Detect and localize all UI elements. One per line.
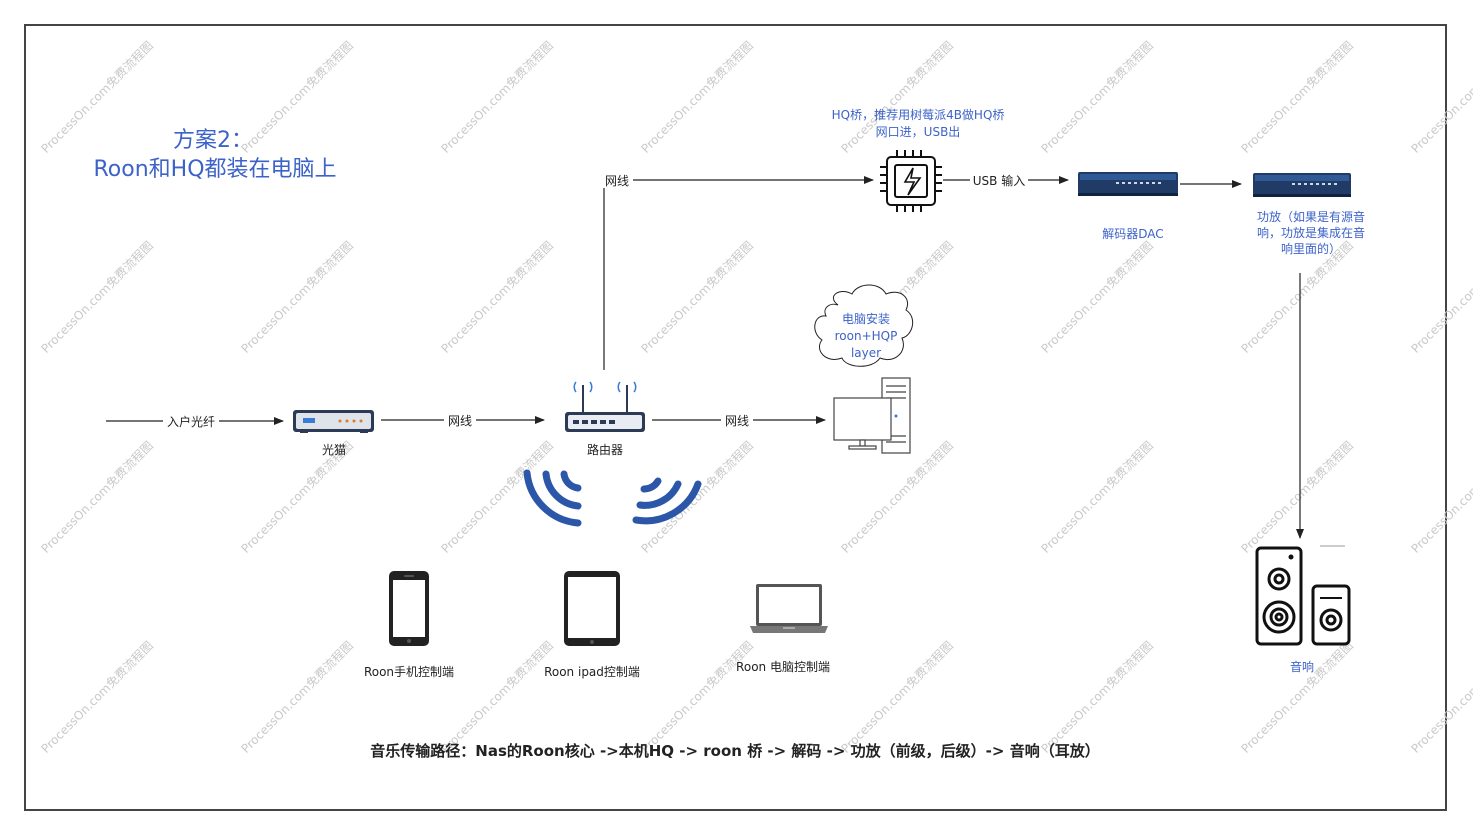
hq-bridge-label-line2: 网口进，USB出 — [876, 125, 961, 139]
music-path-text: 音乐传输路径：Nas的Roon核心 ->本机HQ -> roon 桥 -> 解码… — [370, 742, 1099, 760]
pc-note-line2: roon+HQP — [835, 329, 898, 343]
amplifier-label-line2: 响，功放是集成在音 — [1257, 225, 1365, 240]
title-line1: 方案2： — [173, 128, 253, 153]
tablet-icon — [564, 571, 620, 646]
pc-note-line3: layer — [851, 346, 881, 360]
amplifier-label-line1: 功放（如果是有源音 — [1257, 209, 1365, 224]
wifi-waves-icon — [523, 469, 702, 527]
pc-note-line1: 电脑安装 — [842, 311, 890, 326]
dac-device-icon — [1078, 172, 1178, 196]
dac-label: 解码器DAC — [1102, 227, 1163, 241]
label-edge-modem-router: 网线 — [448, 414, 472, 428]
amplifier-device-icon — [1253, 173, 1351, 197]
laptop-label: Roon 电脑控制端 — [736, 660, 830, 674]
hq-bridge-chip-icon — [880, 150, 942, 212]
diagram-frame — [24, 24, 1447, 811]
speakers-icon — [1255, 546, 1351, 646]
tablet-label: Roon ipad控制端 — [544, 665, 640, 679]
label-edge-router-pc: 网线 — [725, 414, 749, 428]
modem-icon — [293, 410, 374, 433]
modem-label: 光猫 — [322, 443, 346, 457]
speaker-label: 音响 — [1290, 659, 1314, 674]
amplifier-label-line3: 响里面的） — [1281, 241, 1341, 256]
router-icon — [565, 381, 645, 432]
router-label: 路由器 — [587, 442, 623, 457]
phone-icon — [389, 571, 429, 646]
laptop-icon — [750, 584, 828, 633]
pc-note-cloud — [814, 284, 914, 367]
label-fiber-input: 入户光纤 — [167, 414, 215, 429]
title-line2: Roon和HQ都装在电脑上 — [93, 157, 336, 182]
desktop-computer-icon — [833, 377, 911, 454]
label-edge-router-hq: 网线 — [605, 174, 629, 188]
label-edge-hq-dac: USB 输入 — [973, 173, 1025, 188]
phone-label: Roon手机控制端 — [364, 665, 454, 679]
hq-bridge-label-line1: HQ桥，推荐用树莓派4B做HQ桥 — [832, 107, 1005, 122]
